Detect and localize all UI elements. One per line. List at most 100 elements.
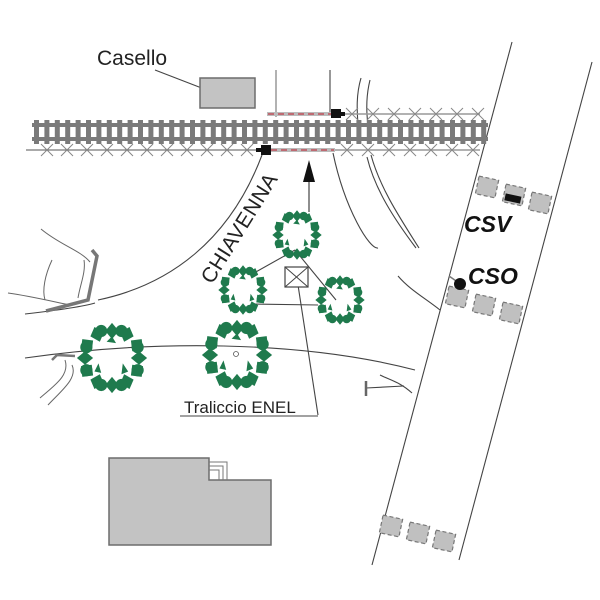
fence-cross xyxy=(345,107,359,121)
railway-sleeper xyxy=(294,120,299,144)
fence-cross xyxy=(466,143,480,157)
fence-cross xyxy=(471,107,485,121)
railway-sleeper xyxy=(335,120,341,144)
railway-rail xyxy=(32,123,488,127)
fence-cross xyxy=(200,143,214,157)
tree-icon xyxy=(76,322,148,394)
fence-cross xyxy=(240,143,254,157)
parking-group-bottom xyxy=(378,514,457,553)
railway-sleeper xyxy=(418,120,424,144)
railway-sleeper xyxy=(242,120,247,144)
railway-sleeper xyxy=(169,120,175,144)
tree-icon xyxy=(218,265,268,315)
traliccio-label: Traliccio ENEL xyxy=(184,398,296,417)
band-right-edge xyxy=(458,61,593,561)
railway-sleeper xyxy=(429,120,435,144)
fence-cross xyxy=(387,107,401,121)
casello-building[interactable] xyxy=(199,77,256,109)
parking-stall[interactable] xyxy=(527,191,553,215)
csv-label: CSV xyxy=(464,211,513,237)
railway-sleeper xyxy=(96,120,102,144)
fence-cross xyxy=(382,143,396,157)
parking-stall[interactable] xyxy=(431,529,457,553)
railway-sleeper xyxy=(273,120,279,144)
csv-marker-icon xyxy=(504,193,522,204)
railway-sleeper xyxy=(470,120,476,144)
fence-cross xyxy=(160,143,174,157)
fence-cross xyxy=(403,143,417,157)
fence-cross xyxy=(340,143,354,157)
railway-sleeper xyxy=(221,120,227,144)
road-left-low xyxy=(24,302,96,315)
railway-sleeper xyxy=(325,120,331,144)
fence-cross xyxy=(220,143,234,157)
stream-east-b xyxy=(370,154,420,249)
left-embankment-low xyxy=(39,353,76,406)
railway-sleeper xyxy=(356,120,362,144)
railway-sleeper xyxy=(366,120,372,144)
railway-sleeper xyxy=(75,120,81,144)
railway-sleeper xyxy=(408,120,414,144)
traliccio-pylon-icon[interactable] xyxy=(284,266,309,288)
railway-sleeper xyxy=(262,120,268,144)
railway-sleeper xyxy=(346,120,351,144)
road-chiavenna-outer xyxy=(97,154,263,301)
tree-icon xyxy=(272,210,322,260)
road-diagonal-ne xyxy=(397,275,441,311)
road-crossing-curve xyxy=(24,345,416,371)
fence-cross xyxy=(100,143,114,157)
stream-stub xyxy=(379,374,413,394)
fence-cross xyxy=(429,107,443,121)
large-building[interactable] xyxy=(108,457,272,546)
railway-sleeper xyxy=(387,120,393,144)
band-left-edge xyxy=(371,41,513,566)
railway-sleeper xyxy=(200,120,206,144)
railway-sleeper xyxy=(148,120,154,144)
railway-sleeper xyxy=(34,120,39,144)
railway-sleeper xyxy=(481,120,487,144)
fence-cross xyxy=(180,143,194,157)
parking-stall[interactable] xyxy=(498,301,524,325)
railway-sleeper xyxy=(190,120,195,144)
barrier-south[interactable] xyxy=(256,145,335,155)
fence-cross xyxy=(366,107,380,121)
railway-sleeper xyxy=(439,120,445,144)
fence-cross xyxy=(424,143,438,157)
fence-cross xyxy=(408,107,422,121)
railway-sleeper xyxy=(138,120,143,144)
direction-arrow-icon xyxy=(303,160,315,212)
fence-cross xyxy=(120,143,134,157)
parking-group-top xyxy=(474,175,553,215)
railway-sleeper xyxy=(283,120,289,144)
railway-sleeper xyxy=(106,120,112,144)
fence-cross xyxy=(361,143,375,157)
fence-cross xyxy=(60,143,74,157)
fence-cross xyxy=(80,143,94,157)
parking-stall[interactable] xyxy=(474,175,500,199)
fence-cross xyxy=(140,143,154,157)
fence-cross xyxy=(445,143,459,157)
parking-stall[interactable] xyxy=(378,514,404,538)
pylon-lines xyxy=(180,249,337,417)
railway-sleeper xyxy=(252,120,258,144)
railway xyxy=(26,107,488,157)
railway-sleeper xyxy=(54,120,60,144)
railway-sleeper xyxy=(65,120,71,144)
tree-icon xyxy=(315,275,365,325)
road-stub xyxy=(365,385,405,389)
stream-east-a xyxy=(366,156,417,249)
railway-sleeper xyxy=(460,120,466,144)
barrier-north[interactable] xyxy=(267,109,345,118)
parking-stall[interactable] xyxy=(444,285,470,309)
railway-sleeper xyxy=(314,120,320,144)
fence-cross xyxy=(450,107,464,121)
parking-stall[interactable] xyxy=(405,521,431,545)
railway-sleeper xyxy=(86,120,91,144)
left-embankment xyxy=(7,228,99,313)
railway-sleeper xyxy=(231,120,237,144)
railway-sleeper xyxy=(304,120,310,144)
railway-sleeper xyxy=(44,120,50,144)
cso-marker-icon xyxy=(454,278,466,290)
parking-stall[interactable] xyxy=(471,293,497,317)
